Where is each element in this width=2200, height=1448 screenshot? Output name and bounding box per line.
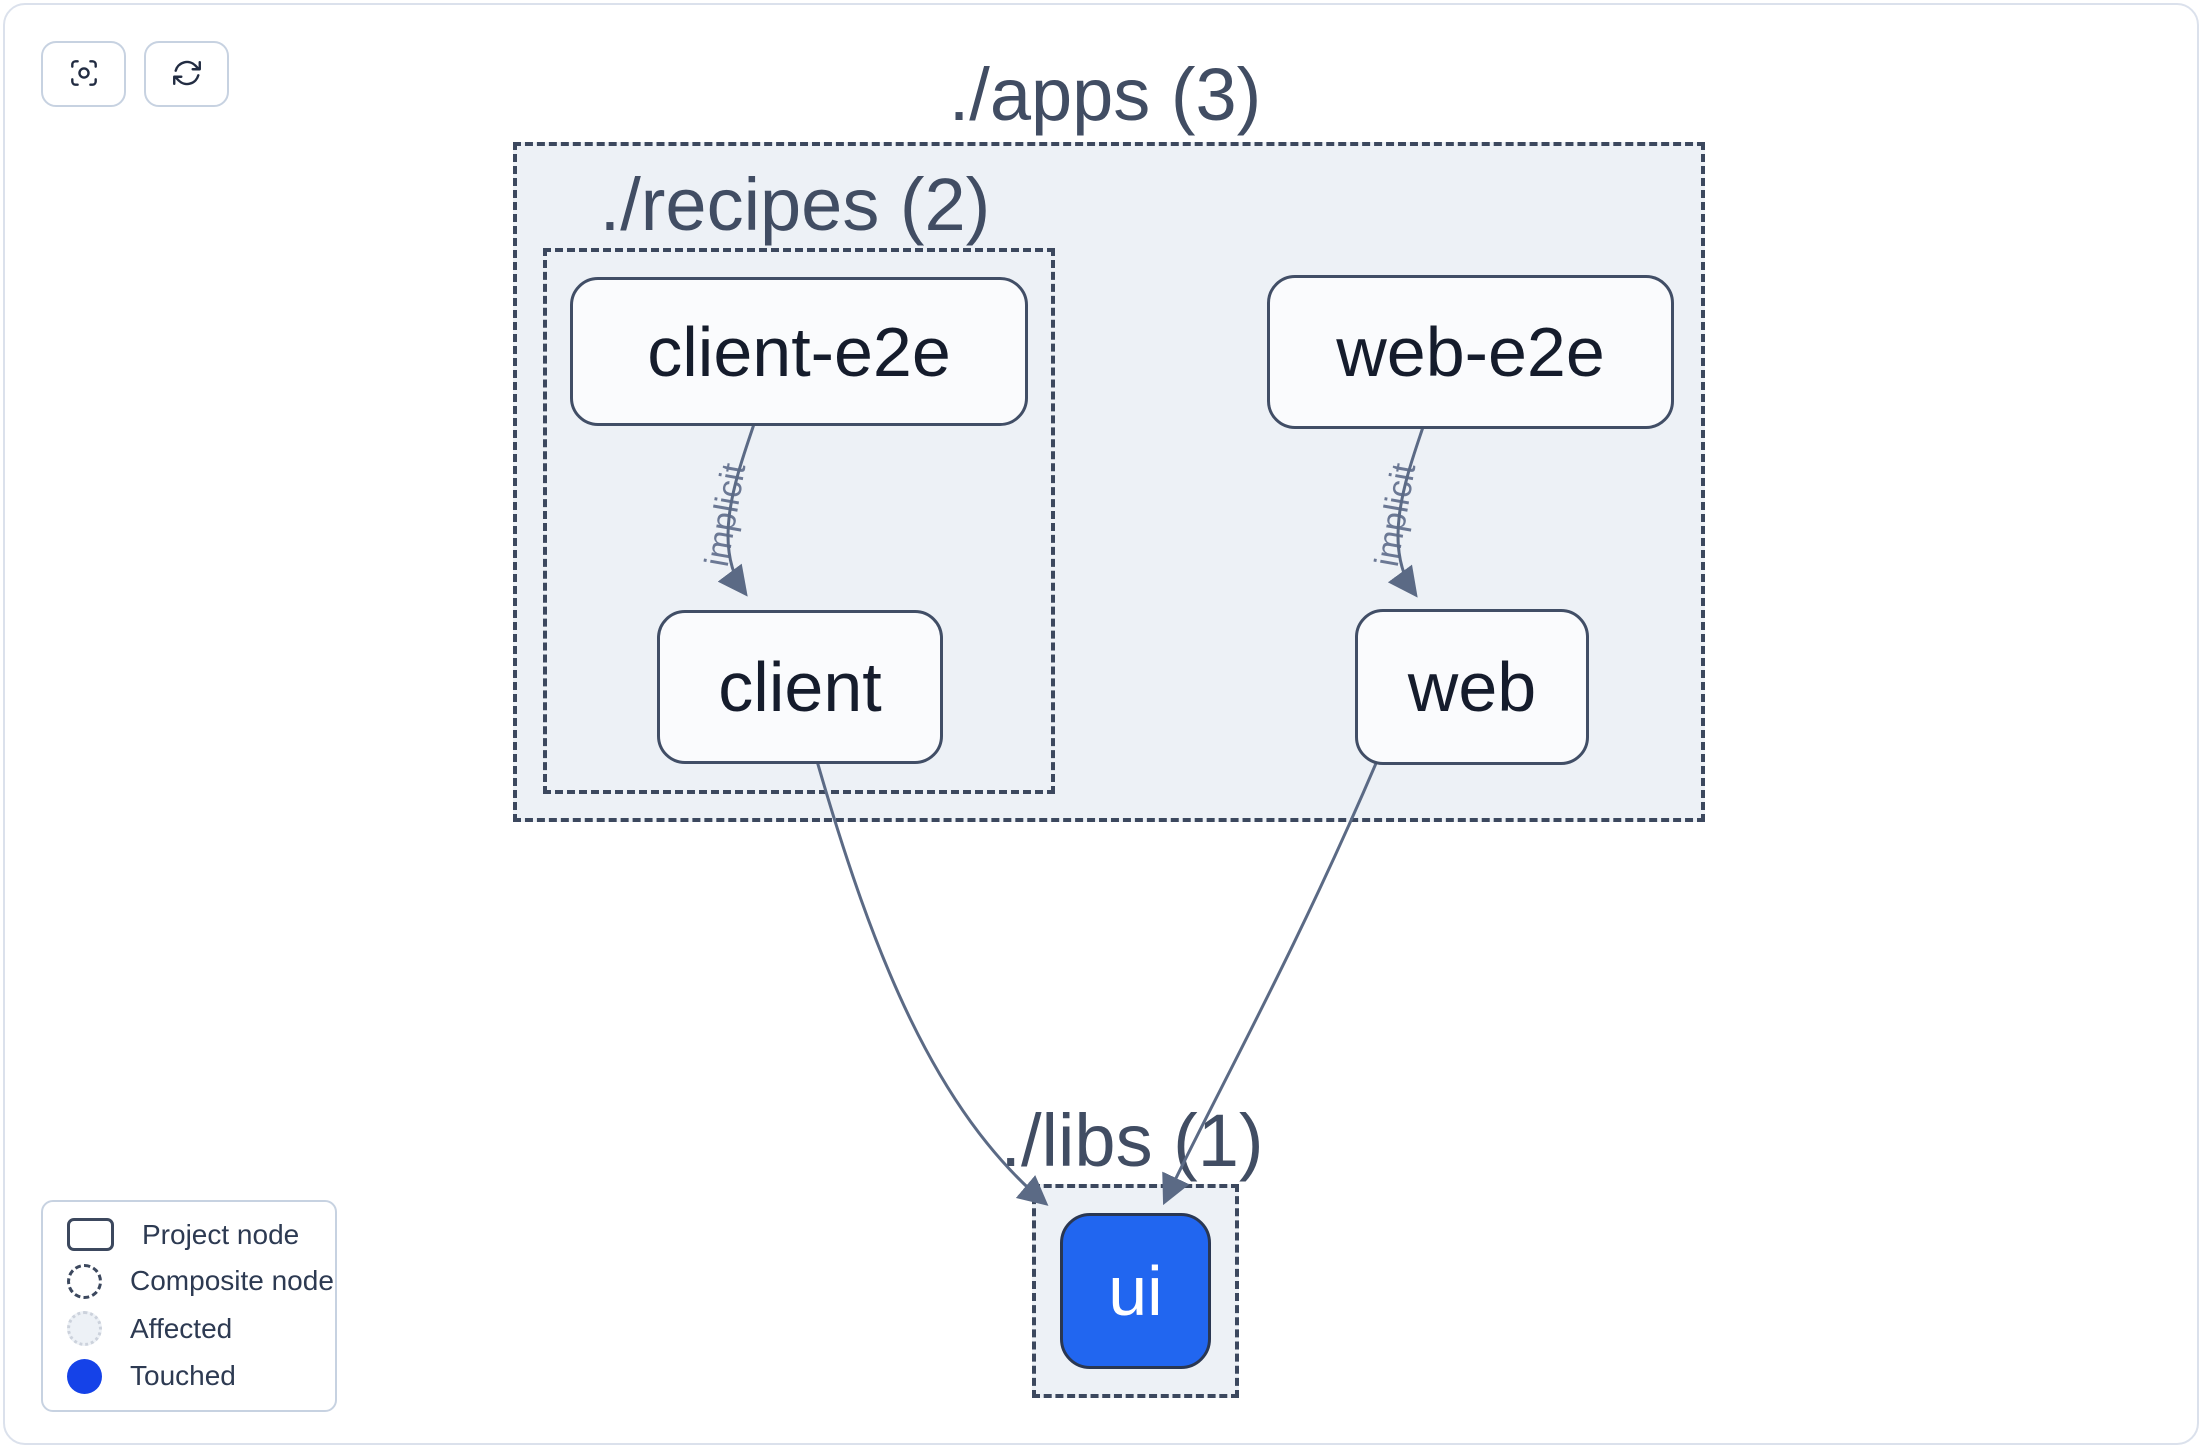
project-node-client[interactable]: client [657,610,943,764]
legend-label: Affected [130,1312,233,1344]
node-label: web-e2e [1336,313,1605,391]
composite-label-apps: ./apps (3) [948,53,1262,136]
graph-toolbar [41,41,229,107]
legend-label: Touched [130,1360,236,1392]
legend: Project node Composite node Affected Tou… [41,1200,337,1412]
edge-web-e2e-to-web[interactable] [1387,423,1426,598]
node-label: ui [1108,1252,1163,1330]
edge-web-to-ui[interactable] [1162,760,1379,1206]
project-node-web[interactable]: web [1355,609,1589,765]
edge-client-to-ui[interactable] [815,760,1049,1206]
refresh-button[interactable] [144,41,229,107]
affected-swatch-icon [67,1311,102,1347]
legend-label: Composite node [130,1265,334,1297]
project-node-swatch-icon [67,1218,114,1252]
legend-item-affected: Affected [67,1311,335,1347]
focus-view-button[interactable] [41,41,126,107]
project-node-client-e2e[interactable]: client-e2e [570,277,1028,426]
composite-node-swatch-icon [67,1263,102,1299]
project-node-web-e2e[interactable]: web-e2e [1267,275,1674,429]
legend-label: Project node [142,1218,300,1250]
legend-item-composite-node: Composite node [67,1263,335,1299]
project-node-ui-touched[interactable]: ui [1060,1213,1211,1369]
viewfinder-focus-icon [67,56,101,93]
touched-swatch-icon [67,1358,102,1394]
legend-item-project-node: Project node [67,1218,335,1252]
edge-client-e2e-to-client[interactable] [717,423,756,597]
legend-item-touched: Touched [67,1358,335,1394]
refresh-icon [170,56,204,93]
edges-layer [717,423,1426,1206]
composite-label-recipes: ./recipes (2) [599,163,991,246]
composite-label-libs: ./libs (1) [1000,1099,1264,1182]
node-label: client-e2e [647,312,951,391]
node-label: client [718,648,882,726]
node-label: web [1407,648,1537,726]
project-graph-canvas[interactable]: ./apps (3) ./recipes (2) ./libs (1) impl… [3,3,2199,1445]
